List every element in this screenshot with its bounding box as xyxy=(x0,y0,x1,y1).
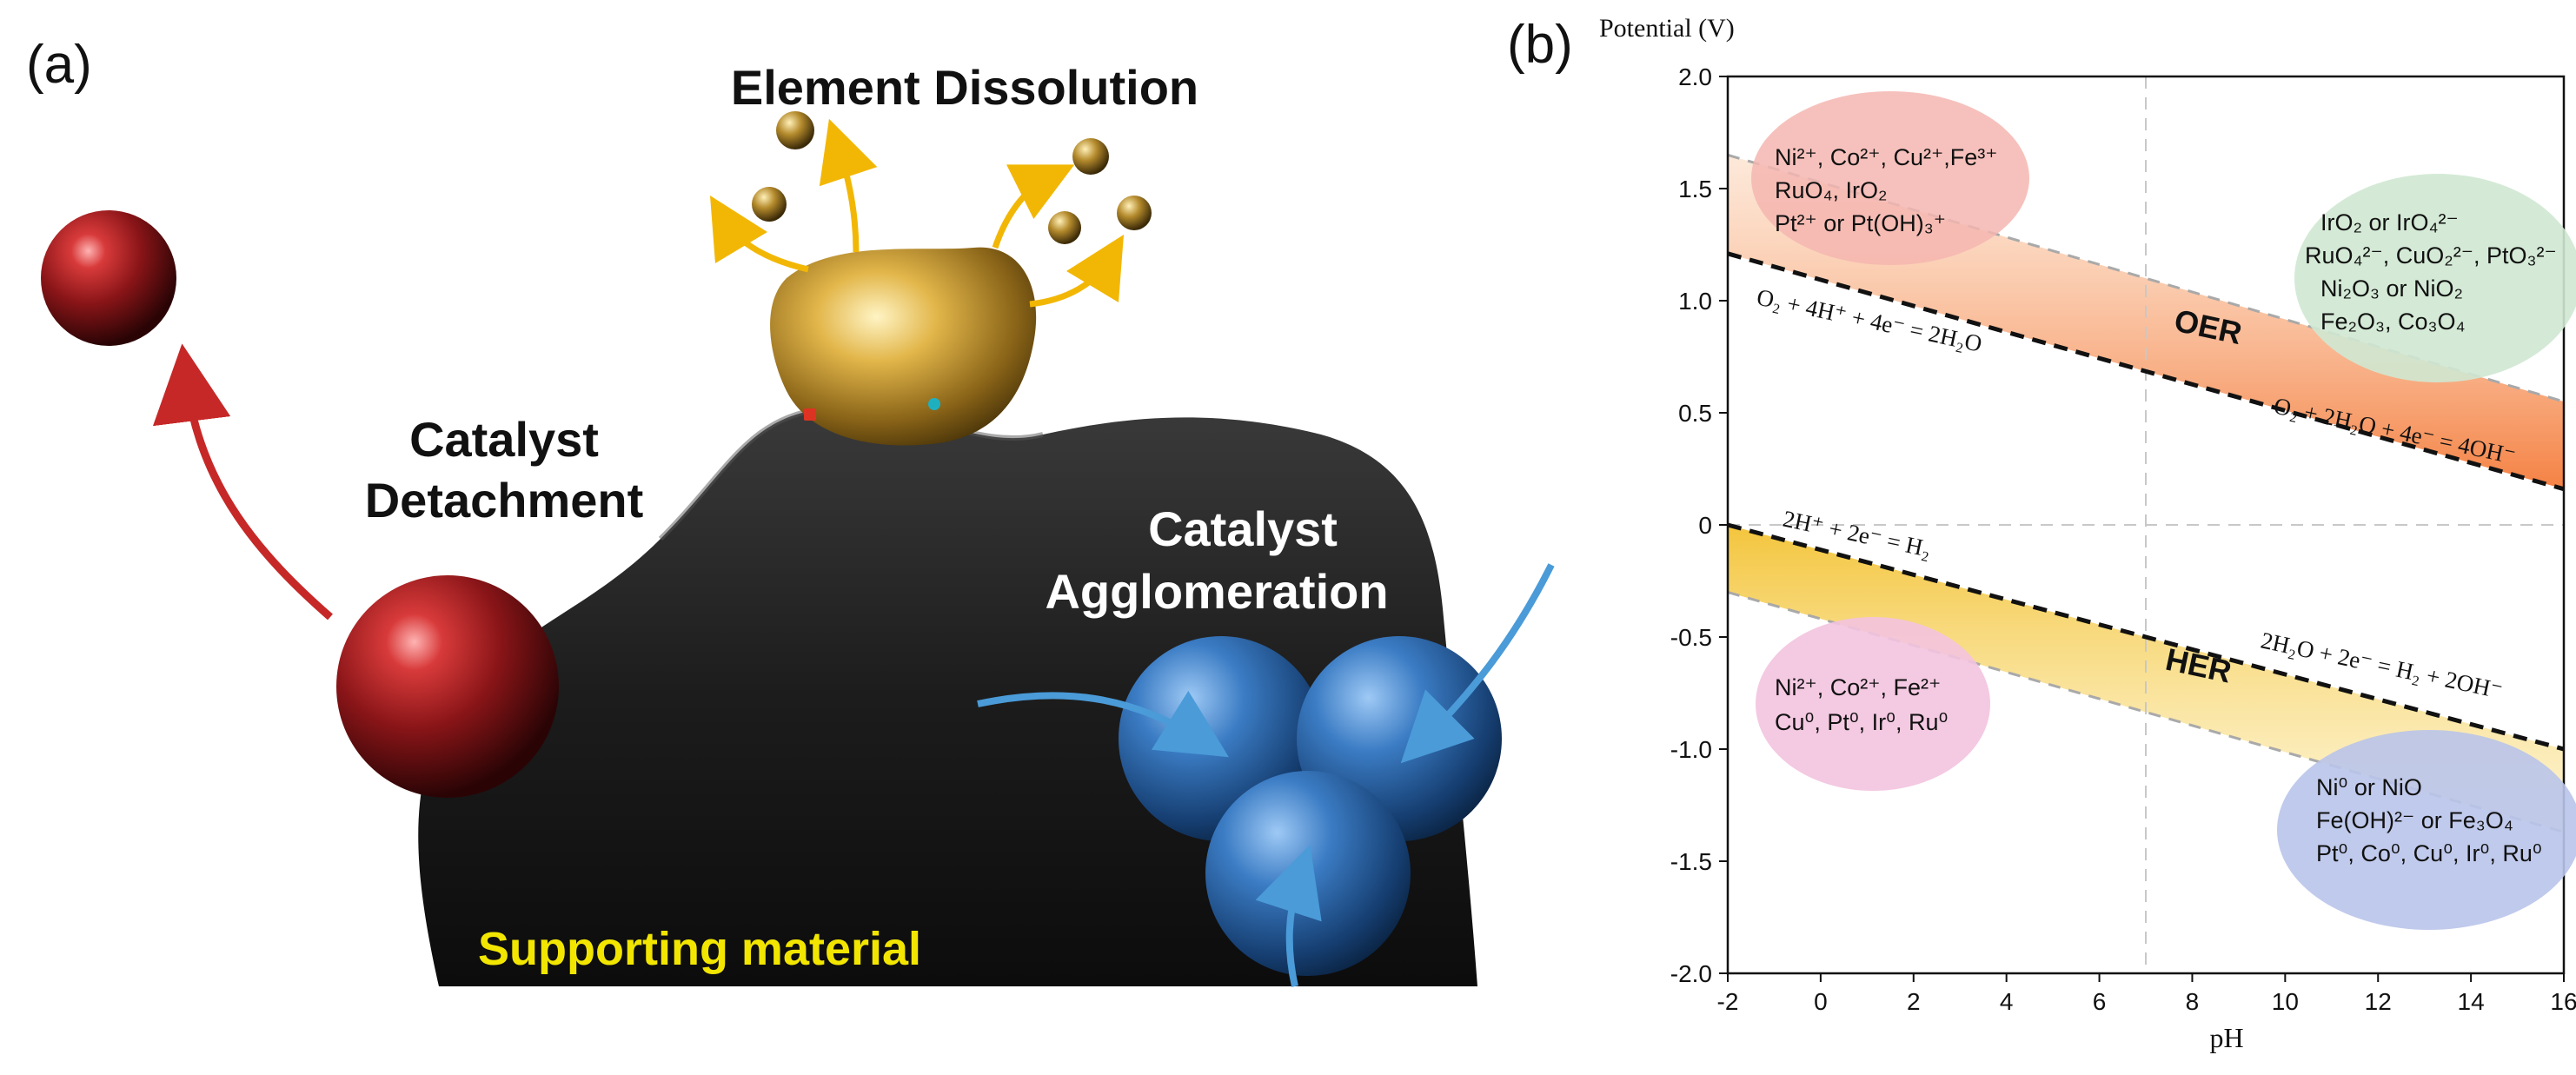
series-line-1 xyxy=(1727,522,2565,752)
species-tl-3: Pt²⁺ or Pt(OH)₃⁺ xyxy=(1775,210,1946,236)
species-br-2: Fe(OH)²⁻ or Fe₃O₄ xyxy=(2316,807,2513,833)
species-tr-2: RuO₄²⁻, CuO₂²⁻, PtO₃²⁻ xyxy=(2305,242,2557,269)
catalyst-detachment-label-1: Catalyst xyxy=(409,412,599,467)
x-tick-label: 12 xyxy=(2365,988,2392,1015)
panel-b-pourbaix-chart: (b) Potential (V) pH -2 0 2 4 6 8 10 12 14 16 -2.0… xyxy=(1507,14,2576,1053)
agglomeration-arrow-bottom xyxy=(1255,844,1322,987)
attached-red-catalyst xyxy=(336,575,559,798)
panel-b-label: (b) xyxy=(1507,15,1573,75)
species-tl-2: RuO₄, IrO₂ xyxy=(1775,177,1888,203)
dissolution-arrow-left-1 xyxy=(819,118,878,253)
species-br-3: Pt⁰, Co⁰, Cu⁰, Ir⁰, Ru⁰ xyxy=(2316,840,2542,866)
element-dissolution-label: Element Dissolution xyxy=(731,60,1198,115)
panel-a-illustration: (a) Catalyst Detachment Element Dissolut… xyxy=(26,35,1555,987)
supporting-material-label: Supporting material xyxy=(478,923,921,975)
catalyst-agglomeration-label-2: Agglomeration xyxy=(1045,564,1388,619)
series-line-0 xyxy=(1727,251,2565,492)
species-region-bottom-left: Ni²⁺, Co²⁺, Fe²⁺ Cu⁰, Pt⁰, Ir⁰, Ru⁰ xyxy=(1756,617,1990,791)
x-axis-title: pH xyxy=(2209,1022,2243,1053)
x-tick-label: 8 xyxy=(2186,988,2200,1015)
species-br-1: Ni⁰ or NiO xyxy=(2316,774,2422,800)
dissolved-atoms xyxy=(752,111,1152,244)
detachment-arrow xyxy=(152,343,333,620)
dissolution-arrow-right-2 xyxy=(1029,234,1125,308)
y-tick-label: 1.0 xyxy=(1678,288,1712,315)
y-tick-label: -0.5 xyxy=(1670,624,1712,651)
catalyst-agglomeration-label-1: Catalyst xyxy=(1148,501,1338,556)
y-axis-title: Potential (V) xyxy=(1599,14,1735,43)
x-tick-label: 14 xyxy=(2458,988,2485,1015)
x-tick-label: -2 xyxy=(1717,988,1739,1015)
y-tick-label: -2.0 xyxy=(1670,960,1712,987)
y-tick-label: 0.5 xyxy=(1678,400,1712,427)
agglomerated-catalyst-cluster xyxy=(1119,636,1502,976)
x-tick-label: 0 xyxy=(1814,988,1828,1015)
panel-a-label: (a) xyxy=(26,35,92,95)
x-tick-label: 6 xyxy=(2093,988,2107,1015)
dissolving-gold-catalyst xyxy=(770,247,1037,446)
species-tr-3: Ni₂O₃ or NiO₂ xyxy=(2320,275,2463,302)
y-tick-label: 2.0 xyxy=(1678,63,1712,90)
agglomeration-arrow-left xyxy=(977,690,1229,758)
dissolution-arrow-left-2 xyxy=(709,195,809,273)
species-bl-1: Ni²⁺, Co²⁺, Fe²⁺ xyxy=(1775,674,1941,700)
y-tick-label: 1.5 xyxy=(1678,176,1712,202)
catalyst-detachment-label-2: Detachment xyxy=(365,473,644,528)
x-tick-label: 2 xyxy=(1907,988,1921,1015)
species-region-bottom-right: Ni⁰ or NiO Fe(OH)²⁻ or Fe₃O₄ Pt⁰, Co⁰, C… xyxy=(2277,730,2576,930)
y-tick-label: -1.5 xyxy=(1670,848,1712,875)
species-bl-2: Cu⁰, Pt⁰, Ir⁰, Ru⁰ xyxy=(1775,709,1948,735)
x-tick-label: 4 xyxy=(2000,988,2014,1015)
dissolution-arrow-right-1 xyxy=(992,164,1075,249)
y-tick-label: -1.0 xyxy=(1670,736,1712,763)
species-region-top-left: Ni²⁺, Co²⁺, Cu²⁺,Fe³⁺ RuO₄, IrO₂ Pt²⁺ or… xyxy=(1751,91,2029,265)
x-tick-label: 16 xyxy=(2550,988,2576,1015)
detached-catalyst-particle xyxy=(41,210,176,346)
y-tick-label: 0 xyxy=(1698,512,1712,539)
agglomeration-arrow-right xyxy=(1400,563,1555,764)
species-tl-1: Ni²⁺, Co²⁺, Cu²⁺,Fe³⁺ xyxy=(1775,144,1998,170)
species-region-top-right: IrO₂ or IrO₄²⁻ RuO₄²⁻, CuO₂²⁻, PtO₃²⁻ Ni… xyxy=(2294,174,2576,382)
species-tr-4: Fe₂O₃, Co₃O₄ xyxy=(2320,309,2466,335)
species-tr-1: IrO₂ or IrO₄²⁻ xyxy=(2320,209,2459,236)
x-tick-label: 10 xyxy=(2272,988,2299,1015)
